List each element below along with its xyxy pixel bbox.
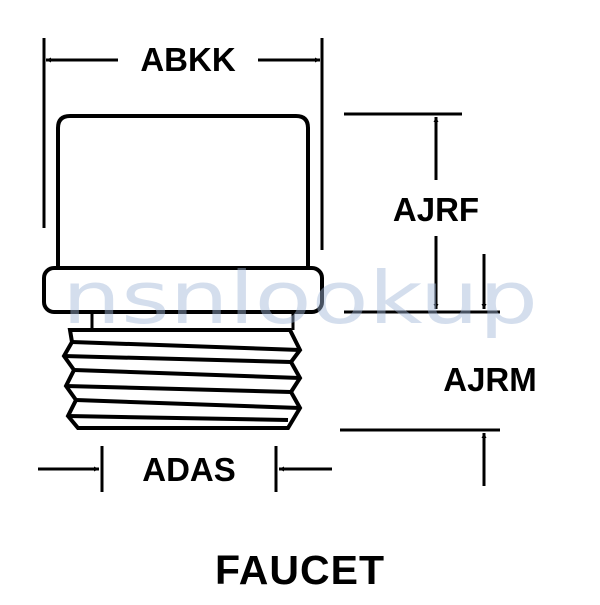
- faucet-thread: [61, 328, 303, 430]
- dimension-adas: ADAS: [38, 446, 332, 492]
- faucet-neck: [90, 312, 295, 330]
- label-abkk: ABKK: [140, 41, 235, 78]
- dimension-abkk: ABKK: [42, 38, 324, 250]
- label-ajrm: AJRM: [443, 361, 537, 398]
- watermark-logo: nsnlookup: [62, 256, 538, 340]
- label-adas: ADAS: [142, 451, 236, 488]
- faucet-flange: [42, 266, 324, 314]
- label-ajrf: AJRF: [393, 191, 479, 228]
- dimension-ajrf: AJRF: [344, 112, 500, 314]
- faucet-cap-body: [56, 114, 310, 268]
- dimension-ajrm: AJRM: [340, 254, 537, 486]
- part-name-title: FAUCET: [215, 547, 385, 593]
